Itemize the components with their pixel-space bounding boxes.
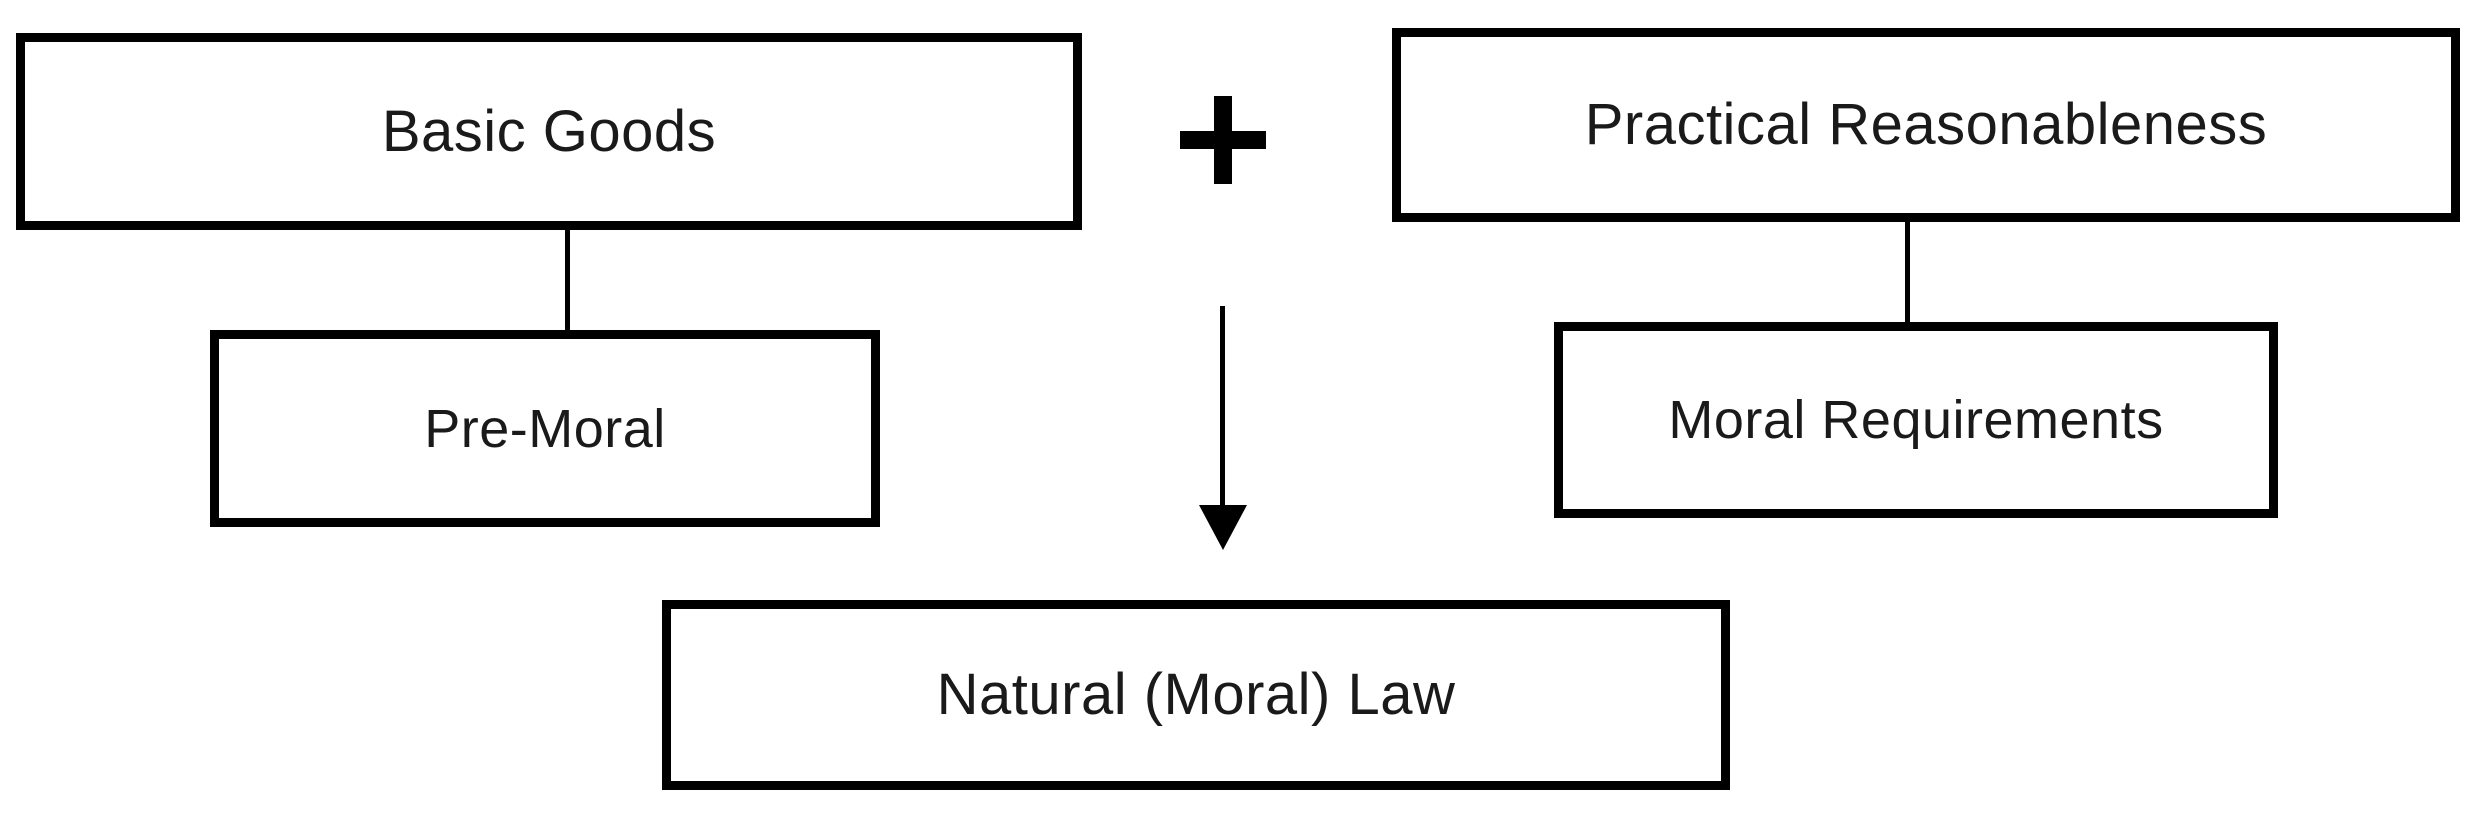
node-natural-moral-law-label: Natural (Moral) Law — [936, 662, 1456, 727]
node-pre-moral-label: Pre-Moral — [424, 398, 666, 459]
node-pre-moral[interactable]: Pre-Moral — [210, 330, 880, 527]
connector-basic-goods-to-pre-moral — [565, 228, 570, 332]
node-basic-goods-label: Basic Goods — [381, 98, 717, 164]
node-practical-reasonableness[interactable]: Practical Reasonableness — [1392, 28, 2460, 222]
arrow-down-icon-head — [1199, 505, 1247, 550]
node-moral-requirements[interactable]: Moral Requirements — [1554, 322, 2278, 518]
arrow-down-icon — [1196, 306, 1250, 552]
node-basic-goods[interactable]: Basic Goods — [16, 33, 1082, 230]
plus-icon-vertical-bar — [1214, 96, 1232, 184]
node-moral-requirements-label: Moral Requirements — [1668, 390, 2164, 450]
node-practical-reasonableness-label: Practical Reasonableness — [1584, 92, 2268, 157]
arrow-down-icon-shaft — [1220, 306, 1225, 508]
node-natural-moral-law[interactable]: Natural (Moral) Law — [662, 600, 1730, 790]
connector-practical-reasonableness-to-moral-requirements — [1905, 220, 1910, 324]
plus-icon — [1176, 92, 1270, 188]
